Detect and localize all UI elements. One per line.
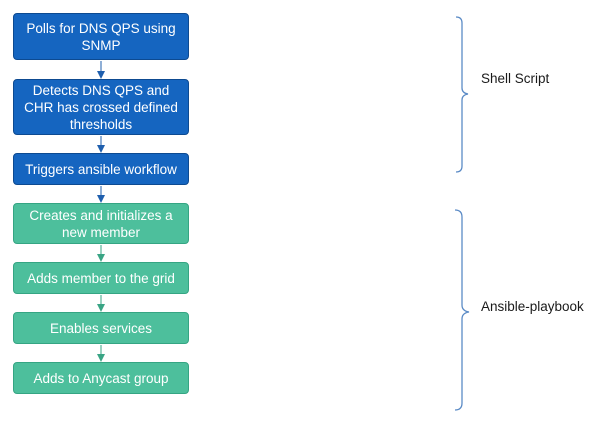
shell-script-bracket [455,16,469,173]
flow-step-detect-thresholds: Detects DNS QPS and CHR has crossed defi… [13,79,189,135]
flow-step-label: Creates and initializes a new member [29,207,173,240]
flow-step-enable-services: Enables services [13,312,189,344]
flow-step-label: Detects DNS QPS and CHR has crossed defi… [24,82,178,132]
flow-step-label: Triggers ansible workflow [25,161,177,177]
flow-step-label: Adds to Anycast group [33,370,169,386]
flow-step-label: Polls for DNS QPS using SNMP [26,20,176,53]
flow-step-trigger-ansible: Triggers ansible workflow [13,153,189,185]
flow-step-add-to-grid: Adds member to the grid [13,262,189,294]
ansible-playbook-bracket [454,209,470,411]
flow-step-add-anycast: Adds to Anycast group [13,362,189,394]
flow-step-label: Adds member to the grid [27,270,175,286]
group-label-ansible-playbook: Ansible-playbook [481,299,584,314]
group-label-shell-script: Shell Script [481,71,550,86]
flow-step-label: Enables services [49,320,153,336]
flow-step-create-member: Creates and initializes a new member [13,203,189,244]
flow-step-poll-dns-qps: Polls for DNS QPS using SNMP [13,13,189,60]
